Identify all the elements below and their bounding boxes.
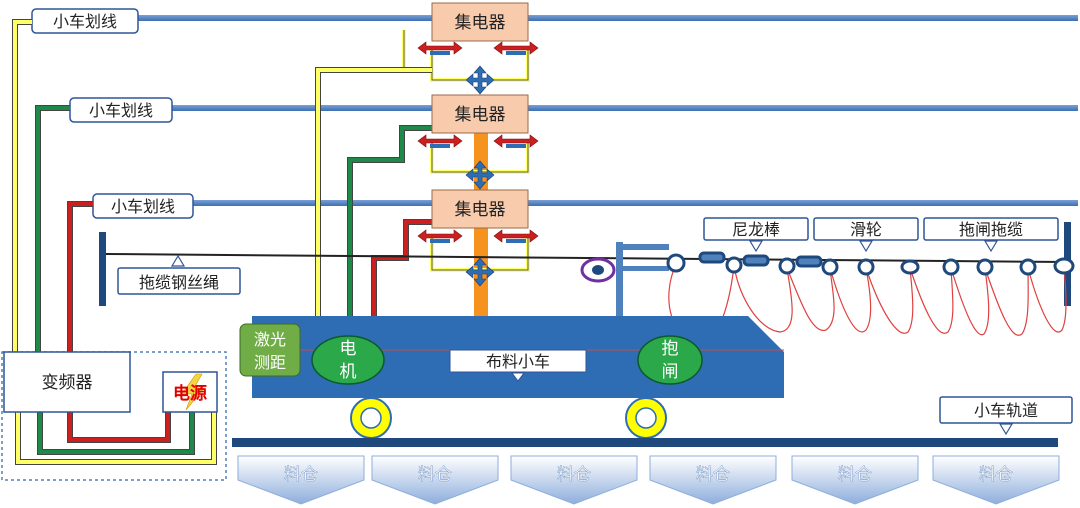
motor-label-1: 电 — [340, 339, 357, 359]
trolley-rail-2 — [172, 105, 1078, 111]
collector-shoe — [506, 239, 526, 243]
pulley-label: 滑轮 — [813, 217, 919, 253]
nylon-rod-label: 尼龙棒 — [703, 217, 809, 253]
pulley — [1019, 258, 1037, 276]
cable-bracket — [580, 242, 669, 316]
pulley — [857, 258, 875, 276]
pulley — [976, 258, 994, 276]
collector-shoe-arrow — [417, 41, 463, 55]
storage-bin-label: 料仓 — [284, 465, 318, 485]
storage-bin: 料仓 — [932, 455, 1060, 505]
trolley-line-label-3: 小车划线 — [92, 193, 194, 219]
svg-text:小车轨道: 小车轨道 — [974, 401, 1038, 420]
storage-bin: 料仓 — [237, 455, 365, 505]
storage-bin-label: 料仓 — [557, 465, 591, 485]
svg-text:尼龙棒: 尼龙棒 — [732, 220, 780, 239]
trolley-line-label-2: 小车划线 — [69, 97, 173, 123]
collector-shoe-arrow — [417, 229, 463, 243]
pulley — [666, 253, 686, 273]
laser-rangefinder: 激光 测距 — [239, 323, 301, 377]
collector-label: 集电器 — [455, 13, 506, 33]
collector-shoe-arrow — [493, 41, 539, 55]
power-supply: 电源 — [162, 371, 218, 413]
storage-bin-label: 料仓 — [418, 465, 452, 485]
trolley-line-label-1: 小车划线 — [31, 8, 139, 34]
collector-top: 集电器 — [431, 2, 529, 42]
cart-wheels — [350, 397, 667, 439]
motor-label-2: 机 — [340, 362, 357, 382]
nylon-rod-1 — [698, 251, 726, 264]
nylon-rod-3 — [795, 255, 823, 268]
collector-shoe-arrow — [493, 229, 539, 243]
pulley — [942, 258, 960, 276]
pulley — [1053, 257, 1075, 275]
collector-label: 集电器 — [455, 200, 506, 220]
steel-wire-label: 拖缆钢丝绳 — [117, 254, 241, 295]
track-label: 小车轨道 — [939, 396, 1073, 436]
storage-bin: 料仓 — [371, 455, 499, 505]
storage-bin-label: 料仓 — [838, 465, 872, 485]
collector-label: 集电器 — [455, 105, 506, 125]
move-arrow-icon — [465, 160, 495, 190]
drag-cable-label: 拖闸拖缆 — [923, 217, 1059, 253]
brake — [637, 335, 703, 385]
trolley-rail-3 — [192, 200, 1078, 206]
control-cabinet — [1, 351, 227, 481]
cart-label: 布料小车 — [486, 352, 550, 371]
trolley-line-text: 小车划线 — [111, 197, 175, 216]
laser-label-1: 激光 — [254, 330, 286, 349]
collector-arrows — [417, 41, 539, 287]
brake-label-2: 闸 — [662, 362, 679, 382]
storage-bin-label: 料仓 — [696, 465, 730, 485]
pulley — [821, 258, 839, 276]
pulley — [900, 259, 920, 275]
cable-left-stop — [99, 232, 106, 306]
inverter-label: 变频器 — [42, 373, 93, 393]
trolley-line-text: 小车划线 — [89, 101, 153, 120]
motor — [311, 335, 385, 385]
wires — [12, 19, 432, 465]
collector-shoe — [430, 51, 450, 55]
trolley-rail-1 — [112, 15, 1078, 21]
svg-text:拖闸拖缆: 拖闸拖缆 — [959, 220, 1023, 239]
storage-bin: 料仓 — [791, 455, 919, 505]
move-arrow-icon — [465, 257, 495, 287]
inverter: 变频器 — [3, 351, 131, 413]
trolley-rails — [112, 15, 1078, 206]
svg-text:拖缆钢丝绳: 拖缆钢丝绳 — [139, 273, 219, 292]
collector-shoe-arrow — [493, 134, 539, 148]
move-arrow-icon — [465, 65, 495, 95]
lightning-icon — [181, 373, 205, 411]
collector-shoe — [430, 144, 450, 148]
storage-bin-label: 料仓 — [979, 465, 1013, 485]
drag-cable — [668, 263, 1067, 343]
brake-label-1: 抱 — [662, 339, 679, 359]
collector-shoe — [430, 239, 450, 243]
pulley — [778, 257, 796, 275]
distribution-cart: 电 机 抱 闸 布料小车 — [252, 316, 784, 398]
collector-shoe — [506, 51, 526, 55]
pulleys — [666, 251, 1075, 276]
collector-shoe — [506, 144, 526, 148]
storage-bin: 料仓 — [510, 455, 638, 505]
storage-bin: 料仓 — [649, 455, 777, 505]
collector-shoe-arrow — [417, 134, 463, 148]
pulley — [725, 256, 743, 274]
power-label: 电源 — [173, 383, 207, 404]
collector-middle: 集电器 — [431, 94, 529, 134]
cart-track — [232, 438, 1058, 447]
collector-bottom: 集电器 — [431, 189, 529, 229]
nylon-rod-2 — [742, 254, 770, 267]
laser-label-2: 测距 — [254, 353, 286, 372]
trolley-line-text: 小车划线 — [53, 12, 117, 31]
storage-bins: 料仓 料仓 料仓 料仓 料仓 料仓 — [237, 455, 1060, 505]
svg-text:滑轮: 滑轮 — [850, 220, 882, 239]
